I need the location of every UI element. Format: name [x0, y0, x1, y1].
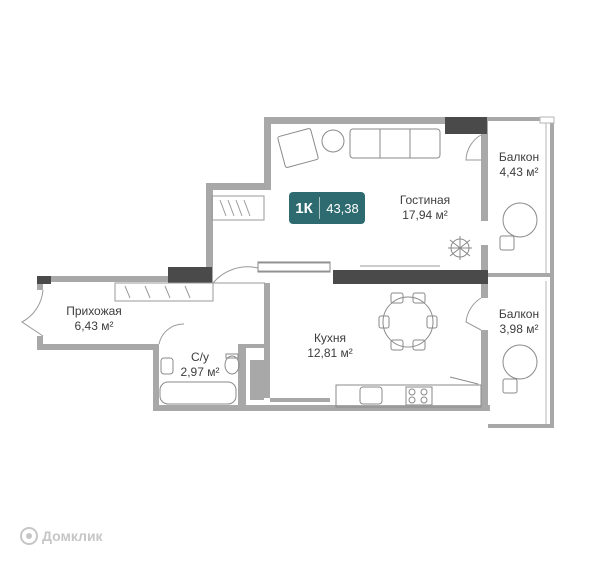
room-label-kitchen: Кухня 12,81 м²: [290, 331, 370, 361]
room-name: Гостиная: [399, 193, 451, 207]
room-label-bathroom: С/у 2,97 м²: [170, 350, 230, 380]
room-area: 6,43 м²: [74, 319, 114, 333]
apartment-badge: 1К 43,38: [289, 192, 365, 224]
room-label-balcony-top: Балкон 4,43 м²: [488, 150, 550, 180]
room-area: 4,43 м²: [499, 165, 539, 179]
bathroom-fixtures: [159, 353, 240, 405]
room-label-balcony-bottom: Балкон 3,98 м²: [488, 307, 550, 337]
balcony-glazing: [539, 116, 555, 424]
walls: [37, 117, 554, 428]
room-area: 17,94 м²: [402, 208, 448, 222]
room-name: Прихожая: [66, 304, 122, 318]
room-area: 2,97 м²: [180, 365, 220, 379]
domclick-logo-icon: [20, 527, 38, 545]
apartment-type: 1К: [295, 199, 313, 217]
room-label-living: Гостиная 17,94 м²: [385, 193, 465, 223]
living-furniture: [257, 128, 538, 273]
doors: [21, 134, 482, 345]
watermark-text: Домклик: [42, 528, 103, 544]
room-name: Балкон: [498, 307, 540, 321]
room-label-hallway: Прихожая 6,43 м²: [44, 304, 144, 334]
kitchen-furniture: [335, 292, 538, 408]
room-area: 3,98 м²: [499, 322, 539, 336]
room-area: 12,81 м²: [307, 346, 353, 360]
room-name: Кухня: [313, 331, 347, 345]
room-name: Балкон: [498, 150, 540, 164]
room-name: С/у: [191, 350, 209, 364]
bearing-walls: [37, 117, 488, 284]
badge-divider: [319, 197, 320, 219]
domclick-watermark: Домклик: [20, 527, 103, 545]
total-area: 43,38: [326, 200, 359, 216]
